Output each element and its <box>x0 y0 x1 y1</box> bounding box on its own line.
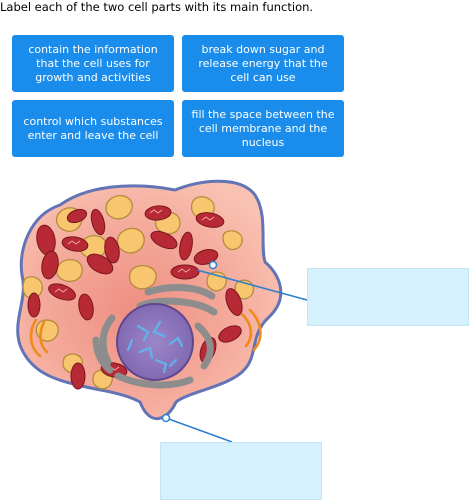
drop-target-mitochondrion-label[interactable] <box>307 268 469 326</box>
answer-tile-control-substances[interactable]: control which substances enter and leave… <box>12 100 174 157</box>
golgi-orange <box>29 308 262 358</box>
leader-line-bottom <box>161 413 233 443</box>
chromatin <box>126 320 184 374</box>
nucleus <box>116 303 194 381</box>
answer-tile-contain-information[interactable]: contain the information that the cell us… <box>12 35 174 92</box>
drop-target-cytoplasm-label[interactable] <box>160 442 322 500</box>
answer-tile-fill-space[interactable]: fill the space between the cell membrane… <box>182 100 344 157</box>
mitochondria <box>27 205 243 390</box>
prompt-text: Label each of the two cell parts with it… <box>0 0 314 14</box>
vacuoles <box>22 194 255 390</box>
answer-tile-break-down-sugar[interactable]: break down sugar and release energy that… <box>182 35 344 92</box>
leader-line-top <box>196 260 308 301</box>
